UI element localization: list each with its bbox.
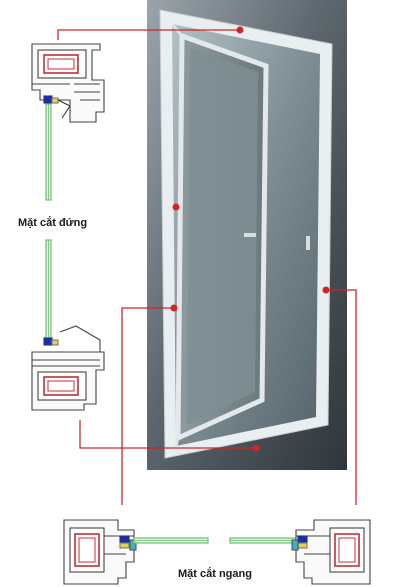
gasket-top [43,95,53,104]
glass-horizontal-right [229,537,297,544]
leader-right [326,289,357,505]
vertical-section-top [31,43,105,123]
gasket-right-blue [297,535,308,544]
leader-dot-top [236,26,244,34]
horizontal-section-right [291,519,371,585]
leader-dot-bottom [252,444,260,452]
door-handle [244,233,256,237]
gasket-bottom [43,337,53,346]
door-leaf-inner [187,48,258,425]
gasket-left-blue [119,535,130,544]
leader-dots [170,26,330,452]
leader-lines [57,29,357,505]
vertical-section-label: Mặt cắt đứng [18,217,88,229]
horizontal-section-left [63,519,137,585]
glass-horizontal-left [133,537,209,544]
hinge-edge-bottom [174,437,180,447]
leader-bottom [79,420,256,449]
glass-vertical-bottom [45,239,52,341]
glass-vertical-top [45,103,52,201]
leader-dot-right [322,286,330,294]
frame-lock [306,236,310,250]
vertical-section-bottom [31,325,105,411]
leader-dot-middle [172,203,180,211]
door-photo [147,0,347,470]
leader-dot-left [170,304,178,312]
leader-left [121,307,174,505]
leader-top [57,29,240,40]
horizontal-section-label: Mặt cắt ngang [178,568,252,580]
